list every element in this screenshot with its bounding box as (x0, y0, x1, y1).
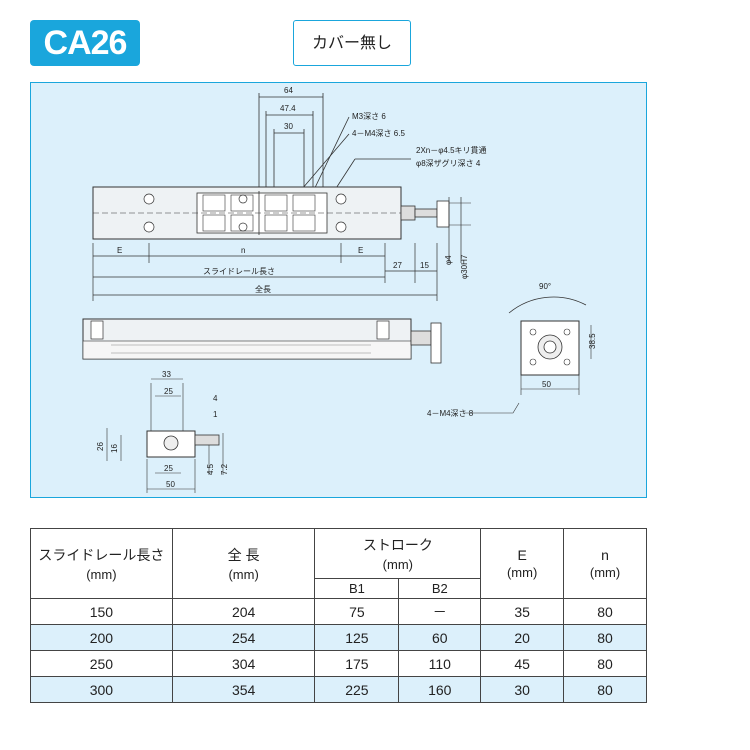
variant-label: カバー無し (293, 20, 411, 66)
callout-counterbore: φ8深ザグリ深さ 4 (416, 158, 481, 168)
dim-64: 64 (284, 86, 293, 95)
header-b1: B1 (314, 578, 400, 599)
side-50: 50 (166, 480, 175, 489)
spec-table: スライドレール長さ(mm) 全 長(mm) ストローク(mm) E(mm) n(… (30, 528, 647, 703)
header-total: 全 長(mm) (171, 528, 316, 599)
end-angle: 90° (539, 282, 551, 291)
dim-phi4: φ4 (444, 255, 453, 265)
side-25: 25 (164, 387, 173, 396)
header-e: E(mm) (480, 528, 565, 599)
header-b2: B2 (398, 578, 482, 599)
technical-drawing: 64 47.4 30 M3深さ 6 4－M4深さ 6.5 2Xn－φ4.5キリ貫… (30, 82, 647, 498)
side-4: 4 (213, 394, 218, 403)
callout-m4: 4－M4深さ 6.5 (352, 129, 405, 138)
dim-e-left: E (117, 246, 122, 255)
dim-47-4: 47.4 (280, 104, 296, 113)
end-width: 50 (542, 380, 551, 389)
side-25b: 25 (164, 464, 173, 473)
side-16: 16 (110, 444, 119, 453)
rail-length-label: スライドレール長さ (203, 267, 275, 276)
side-4-5: 4.5 (206, 463, 215, 475)
model-badge: CA26 (30, 20, 140, 66)
dim-e-right: E (358, 246, 363, 255)
drawing-svg: 64 47.4 30 M3深さ 6 4－M4深さ 6.5 2Xn－φ4.5キリ貫… (82, 86, 597, 493)
callout-m3: M3深さ 6 (352, 112, 386, 121)
dim-15: 15 (420, 261, 429, 270)
dim-phi30: φ30H7 (460, 254, 469, 279)
side-26: 26 (96, 442, 105, 451)
header-n: n(mm) (563, 528, 647, 599)
dim-30: 30 (284, 122, 293, 131)
header-rail: スライドレール長さ(mm) (30, 528, 173, 599)
side-7-2: 7.2 (220, 463, 229, 475)
callout-holes: 2Xn－φ4.5キリ貫通 (416, 145, 487, 155)
dim-n: n (241, 246, 245, 255)
side-1: 1 (213, 410, 218, 419)
side-33: 33 (162, 370, 171, 379)
header-stroke: ストローク(mm) (314, 528, 482, 579)
dim-27: 27 (393, 261, 402, 270)
end-tap: 4－M4深さ 8 (427, 409, 474, 418)
total-length-label: 全長 (255, 284, 271, 294)
end-height: 38.5 (588, 333, 597, 349)
